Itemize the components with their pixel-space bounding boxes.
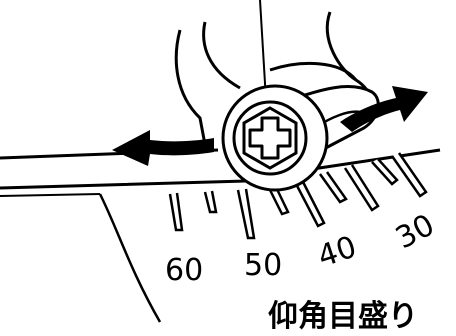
tick [292,177,326,228]
scale-ticks [168,152,428,240]
scale-label-30: 30 [390,208,440,257]
scale-label-60: 60 [165,253,203,288]
tick [318,171,348,204]
caption-label: 仰角目盛り [268,299,418,334]
body-outline-top [269,61,358,82]
pointer-line [259,0,267,101]
base-inner-line [0,193,101,197]
tick [168,192,184,232]
arrow-right-icon [340,86,428,132]
tick [266,184,290,216]
tick [390,152,428,198]
body-outline-mid [202,21,241,90]
base-lower-curve [98,193,162,323]
scale-label-50: 50 [244,248,282,283]
tick [343,164,380,212]
tick [203,190,218,214]
tick [371,158,399,186]
phillips-screw-icon [248,116,292,160]
arrow-left-icon [112,130,214,166]
scale-label-40: 40 [314,230,361,275]
tick [236,188,256,240]
body-outline-left [174,29,208,151]
